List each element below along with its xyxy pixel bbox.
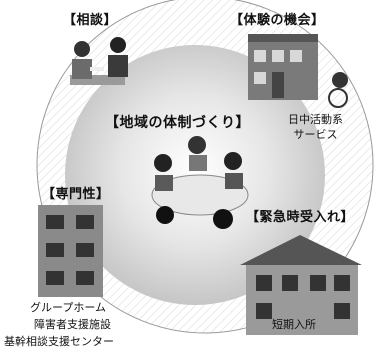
short-stay-house-icon: [240, 235, 362, 335]
day-activity-building-icon: [248, 34, 348, 108]
disability-facility-caption: 障害者支援施設: [34, 318, 111, 331]
short-stay-caption: 短期入所: [272, 318, 316, 331]
emergency-title: 【緊急時受入れ】: [246, 210, 355, 225]
experience-title: 【体験の機会】: [230, 13, 325, 28]
core-consultation-center-caption: 基幹相談支援センター: [4, 335, 114, 348]
day-activity-service-caption: 日中活動系 サービス: [288, 113, 343, 141]
group-home-building-icon: [38, 205, 103, 297]
group-home-caption: グループホーム: [30, 301, 107, 314]
community-system-title: 【地域の体制づくり】: [105, 115, 250, 131]
expertise-title: 【専門性】: [42, 187, 110, 202]
meeting-people-icon: [151, 136, 249, 229]
consultation-title: 【相談】: [63, 13, 118, 28]
consultation-people-icon: [70, 37, 128, 85]
